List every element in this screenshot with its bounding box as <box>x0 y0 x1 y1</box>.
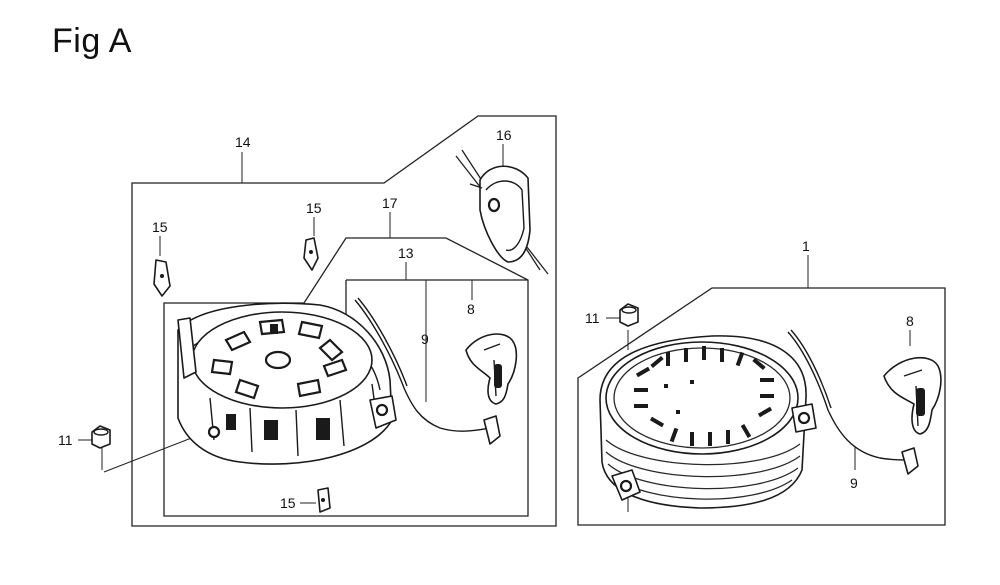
callout-15-top-center: 15 <box>306 200 322 216</box>
left-starter-assembly <box>177 302 397 465</box>
subassembly-17-frame <box>163 237 529 517</box>
part-11-bolt-left <box>91 425 111 449</box>
part-15-pawl-bottom <box>317 487 331 513</box>
callout-9-right: 9 <box>850 475 858 491</box>
part-15-pawl-top-left <box>153 259 171 297</box>
callout-17: 17 <box>382 195 398 211</box>
callout-8-right: 8 <box>906 313 914 329</box>
part-9-rope-right <box>787 329 919 475</box>
part-8-handle-left <box>465 333 518 405</box>
part-16-cover <box>469 165 531 263</box>
callout-15-bottom: 15 <box>280 495 296 511</box>
part-11-bolt-right <box>619 303 639 327</box>
assembly-14-frame <box>131 115 557 527</box>
part-1-starter-assembled <box>599 335 817 509</box>
callout-16: 16 <box>496 127 512 143</box>
part-15-pawl-top-center <box>303 237 319 271</box>
callout-1: 1 <box>802 238 810 254</box>
callout-15-top-left: 15 <box>152 219 168 235</box>
callout-labels: 14 16 17 15 15 13 8 9 11 15 1 11 8 9 <box>58 127 914 511</box>
callout-8-left: 8 <box>467 301 475 317</box>
callout-13: 13 <box>398 245 414 261</box>
figure-title: Fig A <box>52 22 132 60</box>
part-8-handle-right <box>883 357 942 435</box>
part-9-rope-left <box>354 297 501 445</box>
callout-11-right: 11 <box>585 310 600 326</box>
callout-11-left: 11 <box>58 432 73 448</box>
assembly-1-frame <box>577 287 946 526</box>
vent-slots <box>634 346 774 446</box>
callout-9-left: 9 <box>421 331 429 347</box>
callout-14: 14 <box>235 134 251 150</box>
